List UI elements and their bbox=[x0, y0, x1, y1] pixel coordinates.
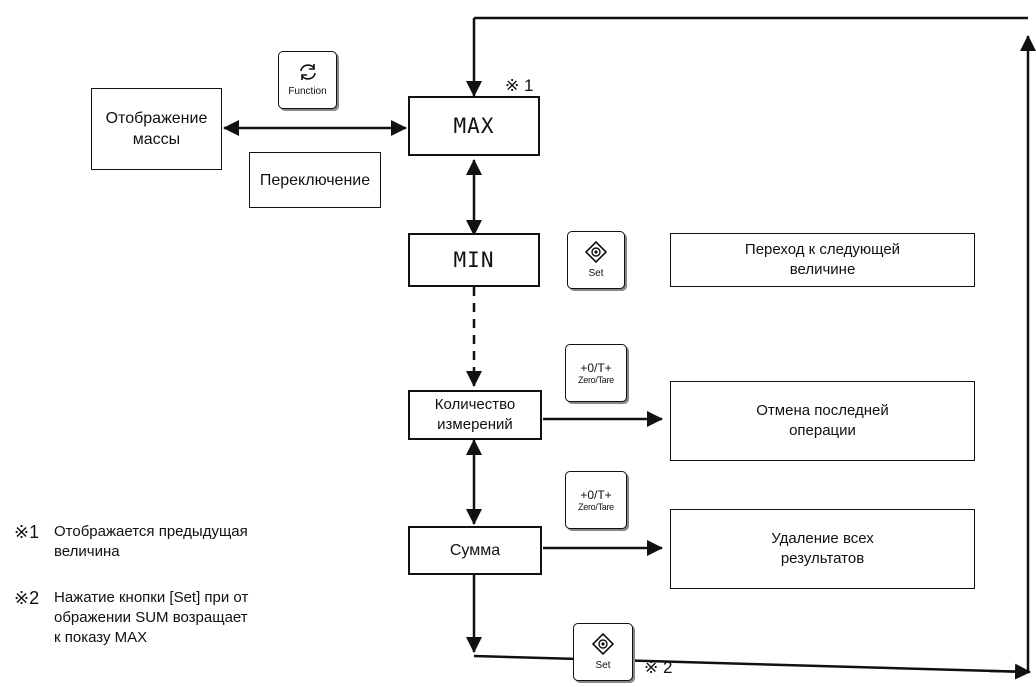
mass-display-label: Отображение массы bbox=[105, 110, 208, 148]
count-label: Количество измерений bbox=[434, 396, 516, 433]
max-label: MAX bbox=[453, 114, 495, 138]
next-value-box: Переход к следующей величине bbox=[670, 233, 975, 287]
set-key-min[interactable]: Set bbox=[567, 231, 625, 289]
function-key-label: Function bbox=[288, 85, 327, 97]
switching-label: Переключение bbox=[259, 171, 371, 189]
reference-mark-2: ※ 2 bbox=[644, 658, 673, 677]
note-2-symbol: ※2 bbox=[14, 588, 40, 608]
undo-last-box: Отмена последней операции bbox=[670, 381, 975, 461]
set-key-label: Set bbox=[588, 267, 604, 279]
loop-bottom-arrow bbox=[989, 663, 1031, 680]
set-key-label: Set bbox=[595, 659, 611, 671]
note-1-symbol: ※1 bbox=[14, 522, 40, 542]
function-key[interactable]: Function bbox=[278, 51, 337, 109]
zero-tare-key-count[interactable]: +0/T+ Zero/Tare bbox=[565, 344, 627, 402]
cycle-arrows-icon bbox=[297, 63, 319, 86]
diamond-target-icon bbox=[591, 632, 615, 660]
max-box: MAX bbox=[408, 96, 540, 156]
sum-box: Сумма bbox=[408, 526, 542, 575]
undo-last-label: Отмена последней операции bbox=[756, 402, 889, 439]
delete-all-label: Удаление всех результатов bbox=[771, 530, 874, 567]
next-value-label: Переход к следующей величине bbox=[744, 241, 901, 278]
reference-mark-1: ※ 1 bbox=[505, 76, 534, 95]
zero-tare-key-sum[interactable]: +0/T+ Zero/Tare bbox=[565, 471, 627, 529]
zero-tare-key-top: +0/T+ bbox=[580, 487, 612, 502]
zero-tare-key-top: +0/T+ bbox=[580, 360, 612, 375]
delete-all-box: Удаление всех результатов bbox=[670, 509, 975, 589]
zero-tare-key-label: Zero/Tare bbox=[578, 501, 614, 512]
zero-tare-key-label: Zero/Tare bbox=[578, 374, 614, 385]
min-box: MIN bbox=[408, 233, 540, 287]
count-box: Количество измерений bbox=[408, 390, 542, 440]
loop-bottom bbox=[473, 654, 1029, 674]
switching-box: Переключение bbox=[249, 152, 381, 208]
set-key-sum[interactable]: Set bbox=[573, 623, 633, 681]
note-1-text: Отображается предыдущая величина bbox=[54, 523, 248, 560]
note-2-text: Нажатие кнопки [Set] при от ображении SU… bbox=[54, 589, 249, 646]
mass-display-box: Отображение массы bbox=[91, 88, 222, 170]
diamond-target-icon bbox=[584, 240, 608, 268]
sum-label: Сумма bbox=[449, 542, 501, 559]
min-label: MIN bbox=[453, 248, 495, 272]
